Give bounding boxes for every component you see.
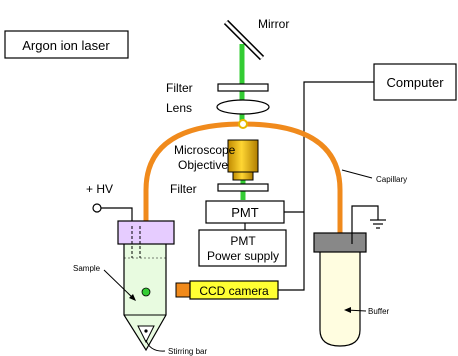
capillary-label: Capillary bbox=[376, 175, 407, 184]
computer-label: Computer bbox=[386, 75, 444, 90]
filter-top bbox=[217, 83, 269, 92]
filter-mid bbox=[217, 183, 269, 192]
stirring-bar bbox=[137, 325, 155, 344]
pmt-label: PMT bbox=[231, 205, 259, 220]
argon-laser-label: Argon ion laser bbox=[22, 38, 110, 53]
pmt-power-box bbox=[198, 229, 287, 267]
mirror-label: Mirror bbox=[258, 17, 289, 31]
computer-ccd-wire bbox=[278, 81, 374, 291]
detection-window bbox=[238, 119, 248, 129]
sample-arrowhead bbox=[129, 294, 136, 301]
buffer-label: Buffer bbox=[368, 307, 390, 316]
ccd-lens bbox=[175, 282, 191, 298]
objective-nose bbox=[232, 171, 254, 181]
ccd-camera-box bbox=[189, 280, 279, 300]
hv-terminal bbox=[92, 203, 102, 213]
stirring-bar-pointer bbox=[145, 339, 166, 352]
buffer-vial bbox=[313, 232, 367, 347]
sample-vial-cap bbox=[117, 220, 175, 245]
sample-label: Sample bbox=[73, 264, 101, 273]
argon-laser-box bbox=[4, 30, 129, 59]
pmt-power-label-1: PMT bbox=[230, 234, 256, 248]
filter-top-label: Filter bbox=[166, 81, 193, 95]
capillary-inlet-sample bbox=[141, 287, 151, 297]
buffer-vial-cap bbox=[313, 232, 367, 253]
capillary-pointer bbox=[341, 169, 373, 179]
hv-label: + HV bbox=[86, 182, 113, 196]
objective-label-2: Objective bbox=[178, 158, 228, 172]
mirror bbox=[223, 19, 265, 61]
sample-pointer bbox=[103, 269, 136, 301]
lens bbox=[216, 99, 270, 115]
ccd-camera-label: CCD camera bbox=[199, 284, 269, 298]
stirring-bar-label: Stirring bar bbox=[168, 347, 207, 356]
objective-label-1: Microscope bbox=[174, 143, 236, 157]
pmt-power-label-2: Power supply bbox=[207, 249, 279, 263]
buffer-arrowhead bbox=[344, 307, 351, 313]
filter-mid-label: Filter bbox=[170, 182, 197, 196]
lens-label: Lens bbox=[166, 101, 192, 115]
ground-icon bbox=[351, 205, 386, 244]
